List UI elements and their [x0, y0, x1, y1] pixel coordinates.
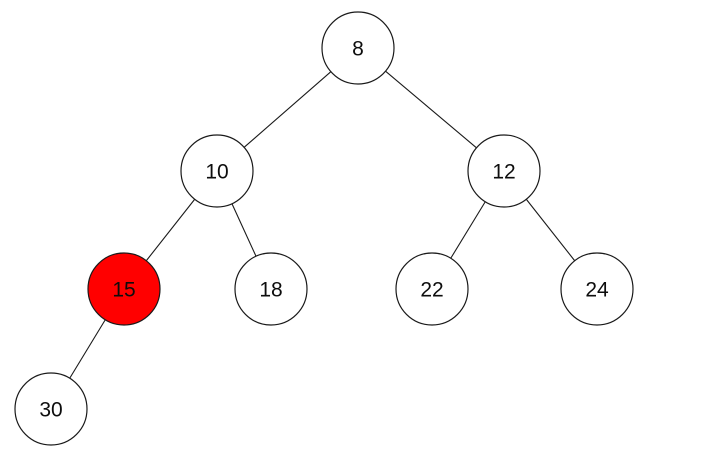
node-circle-highlighted-15[interactable]	[87, 252, 161, 326]
node-label-22: 22	[420, 279, 443, 302]
tree-edge-15-30	[69, 319, 106, 379]
node-circle-24[interactable]	[560, 252, 634, 326]
tree-node-10[interactable]: 10	[180, 134, 254, 208]
tree-edge-12-22	[450, 201, 486, 259]
node-label-15: 15	[112, 279, 135, 302]
node-label-30: 30	[39, 399, 62, 422]
tree-node-24[interactable]: 24	[560, 252, 634, 326]
node-circle-18[interactable]	[234, 252, 308, 326]
tree-node-30[interactable]: 30	[14, 372, 88, 446]
node-circle-8[interactable]	[321, 11, 395, 85]
edges-layer	[69, 70, 576, 379]
node-circle-22[interactable]	[395, 252, 469, 326]
tree-node-15[interactable]: 15	[87, 252, 161, 326]
tree-edge-8-12	[385, 70, 477, 149]
node-label-24: 24	[585, 279, 609, 302]
tree-edge-8-10	[243, 71, 332, 148]
node-circle-12[interactable]	[467, 134, 541, 208]
node-circle-30[interactable]	[14, 372, 88, 446]
tree-node-22[interactable]: 22	[395, 252, 469, 326]
tree-node-8[interactable]: 8	[321, 11, 395, 85]
tree-node-12[interactable]: 12	[467, 134, 541, 208]
nodes-layer: 8 10 12 15 18 22 24 30	[14, 11, 634, 446]
node-label-12: 12	[492, 161, 515, 184]
node-label-10: 10	[205, 161, 228, 184]
tree-edge-12-24	[525, 198, 576, 262]
node-label-18: 18	[259, 279, 282, 302]
tree-edge-10-15	[145, 198, 196, 262]
tree-edge-10-18	[231, 203, 257, 257]
tree-node-18[interactable]: 18	[234, 252, 308, 326]
node-label-8: 8	[352, 38, 364, 61]
node-circle-10[interactable]	[180, 134, 254, 208]
